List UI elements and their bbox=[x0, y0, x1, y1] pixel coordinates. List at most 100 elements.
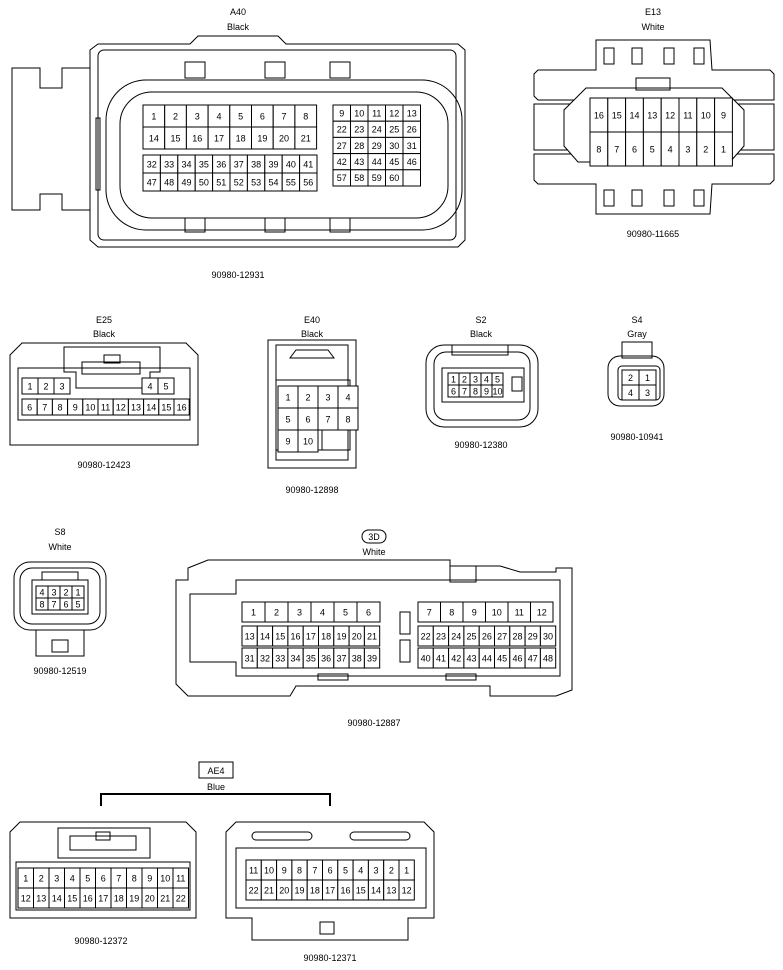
pin-number: 44 bbox=[482, 653, 492, 663]
e25-color: Black bbox=[93, 329, 116, 339]
pin-number: 38 bbox=[251, 159, 261, 169]
3d-rib bbox=[317, 673, 349, 681]
pin-number: 30 bbox=[543, 631, 553, 641]
pin-number: 9 bbox=[472, 607, 477, 617]
pin-number: 45 bbox=[497, 653, 507, 663]
ae4-right-face bbox=[235, 847, 427, 909]
pin-number: 12 bbox=[116, 402, 126, 412]
e13-latch bbox=[635, 77, 671, 91]
pin-cell bbox=[638, 384, 657, 401]
pin-number: 15 bbox=[161, 402, 171, 412]
pin-number: 50 bbox=[199, 177, 209, 187]
pin-number: 10 bbox=[354, 108, 364, 118]
pin-number: 5 bbox=[238, 111, 243, 121]
pin-number: 9 bbox=[339, 108, 344, 118]
pin-number: 58 bbox=[354, 173, 364, 183]
pin-number: 12 bbox=[665, 110, 675, 120]
pin-number: 15 bbox=[171, 133, 181, 143]
pin-number: 8 bbox=[345, 414, 350, 424]
ae4-id: AE4 bbox=[207, 766, 224, 776]
pin-number: 2 bbox=[703, 144, 708, 154]
pin-number: 3 bbox=[59, 381, 64, 391]
s4-id: S4 bbox=[631, 315, 642, 325]
pin-number: 2 bbox=[173, 111, 178, 121]
pin-number: 1 bbox=[451, 374, 456, 384]
3d-rib bbox=[445, 673, 477, 681]
pin-number: 40 bbox=[421, 653, 431, 663]
pin-number: 40 bbox=[286, 159, 296, 169]
pin-number: 24 bbox=[372, 125, 382, 135]
pin-number: 56 bbox=[303, 177, 313, 187]
pin-number: 35 bbox=[306, 653, 316, 663]
a40-key bbox=[184, 61, 206, 79]
e25-face bbox=[17, 367, 191, 421]
pin-number: 48 bbox=[543, 653, 553, 663]
pin-number: 1 bbox=[404, 865, 409, 875]
e25-part-number: 90980-12423 bbox=[77, 460, 130, 470]
e25-id: E25 bbox=[96, 315, 112, 325]
pin-number: 4 bbox=[216, 111, 221, 121]
pin-number: 27 bbox=[497, 631, 507, 641]
pin-number: 7 bbox=[282, 111, 287, 121]
pin-number: 10 bbox=[492, 386, 502, 396]
s8-color: White bbox=[48, 542, 71, 552]
pin-number: 3 bbox=[473, 374, 478, 384]
pin-number: 7 bbox=[462, 386, 467, 396]
pin-number: 14 bbox=[52, 893, 62, 903]
pin-number: 5 bbox=[75, 599, 80, 609]
pin-number: 2 bbox=[43, 381, 48, 391]
pin-number: 19 bbox=[257, 133, 267, 143]
pin-number: 7 bbox=[312, 865, 317, 875]
pin-number: 42 bbox=[451, 653, 461, 663]
ae4-left-lock-inner bbox=[69, 835, 137, 851]
pin-number: 18 bbox=[310, 885, 320, 895]
a40-latch bbox=[11, 67, 91, 211]
pin-number: 13 bbox=[131, 402, 141, 412]
pin-number: 13 bbox=[407, 108, 417, 118]
pin-number: 9 bbox=[285, 436, 290, 446]
pin-number: 22 bbox=[176, 893, 186, 903]
pin-number: 32 bbox=[260, 653, 270, 663]
s8-lock bbox=[41, 571, 79, 581]
pin-number: 3 bbox=[51, 587, 56, 597]
pin-number: 6 bbox=[63, 599, 68, 609]
pin-number: 8 bbox=[297, 865, 302, 875]
e40-color: Black bbox=[301, 329, 324, 339]
pin-number: 19 bbox=[336, 631, 346, 641]
pin-number: 22 bbox=[337, 125, 347, 135]
pin-cell bbox=[173, 398, 190, 416]
pin-number: 12 bbox=[21, 893, 31, 903]
pin-number: 5 bbox=[285, 414, 290, 424]
pin-number: 30 bbox=[389, 141, 399, 151]
pin-number: 57 bbox=[337, 173, 347, 183]
pin-cell bbox=[299, 172, 318, 192]
pin-number: 5 bbox=[650, 144, 655, 154]
ae4-right-slot bbox=[251, 831, 313, 841]
pin-number: 43 bbox=[354, 157, 364, 167]
pin-number: 52 bbox=[234, 177, 244, 187]
pin-number: 11 bbox=[515, 607, 524, 617]
pin-number: 28 bbox=[512, 631, 522, 641]
pin-number: 1 bbox=[27, 381, 32, 391]
pin-number: 10 bbox=[303, 436, 313, 446]
pin-number: 29 bbox=[528, 631, 538, 641]
pin-number: 1 bbox=[251, 607, 256, 617]
pin-number: 2 bbox=[63, 587, 68, 597]
pin-number: 26 bbox=[407, 125, 417, 135]
e13-key bbox=[663, 47, 675, 65]
ae4-bracket bbox=[100, 793, 331, 806]
pin-number: 10 bbox=[85, 402, 95, 412]
pin-number: 46 bbox=[407, 157, 417, 167]
e40-housing bbox=[267, 339, 357, 469]
pin-number: 36 bbox=[321, 653, 331, 663]
